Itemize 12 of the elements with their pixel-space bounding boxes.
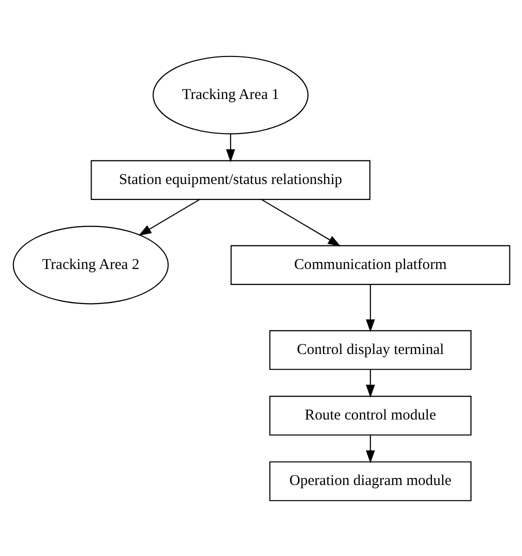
node-box: Operation diagram module xyxy=(268,460,472,501)
arrow xyxy=(365,368,374,398)
node-ellipse: Tracking Area 1 xyxy=(152,55,308,134)
node-box: Control display terminal xyxy=(268,330,472,370)
node-box: Station equipment/status relationship xyxy=(90,160,370,200)
node-box: Communication platform xyxy=(230,244,510,284)
arrow xyxy=(365,284,374,332)
arrow xyxy=(226,134,235,162)
arrow xyxy=(260,198,340,246)
arrow xyxy=(365,434,374,463)
node-box: Route control module xyxy=(268,395,472,436)
arrow xyxy=(138,198,200,236)
